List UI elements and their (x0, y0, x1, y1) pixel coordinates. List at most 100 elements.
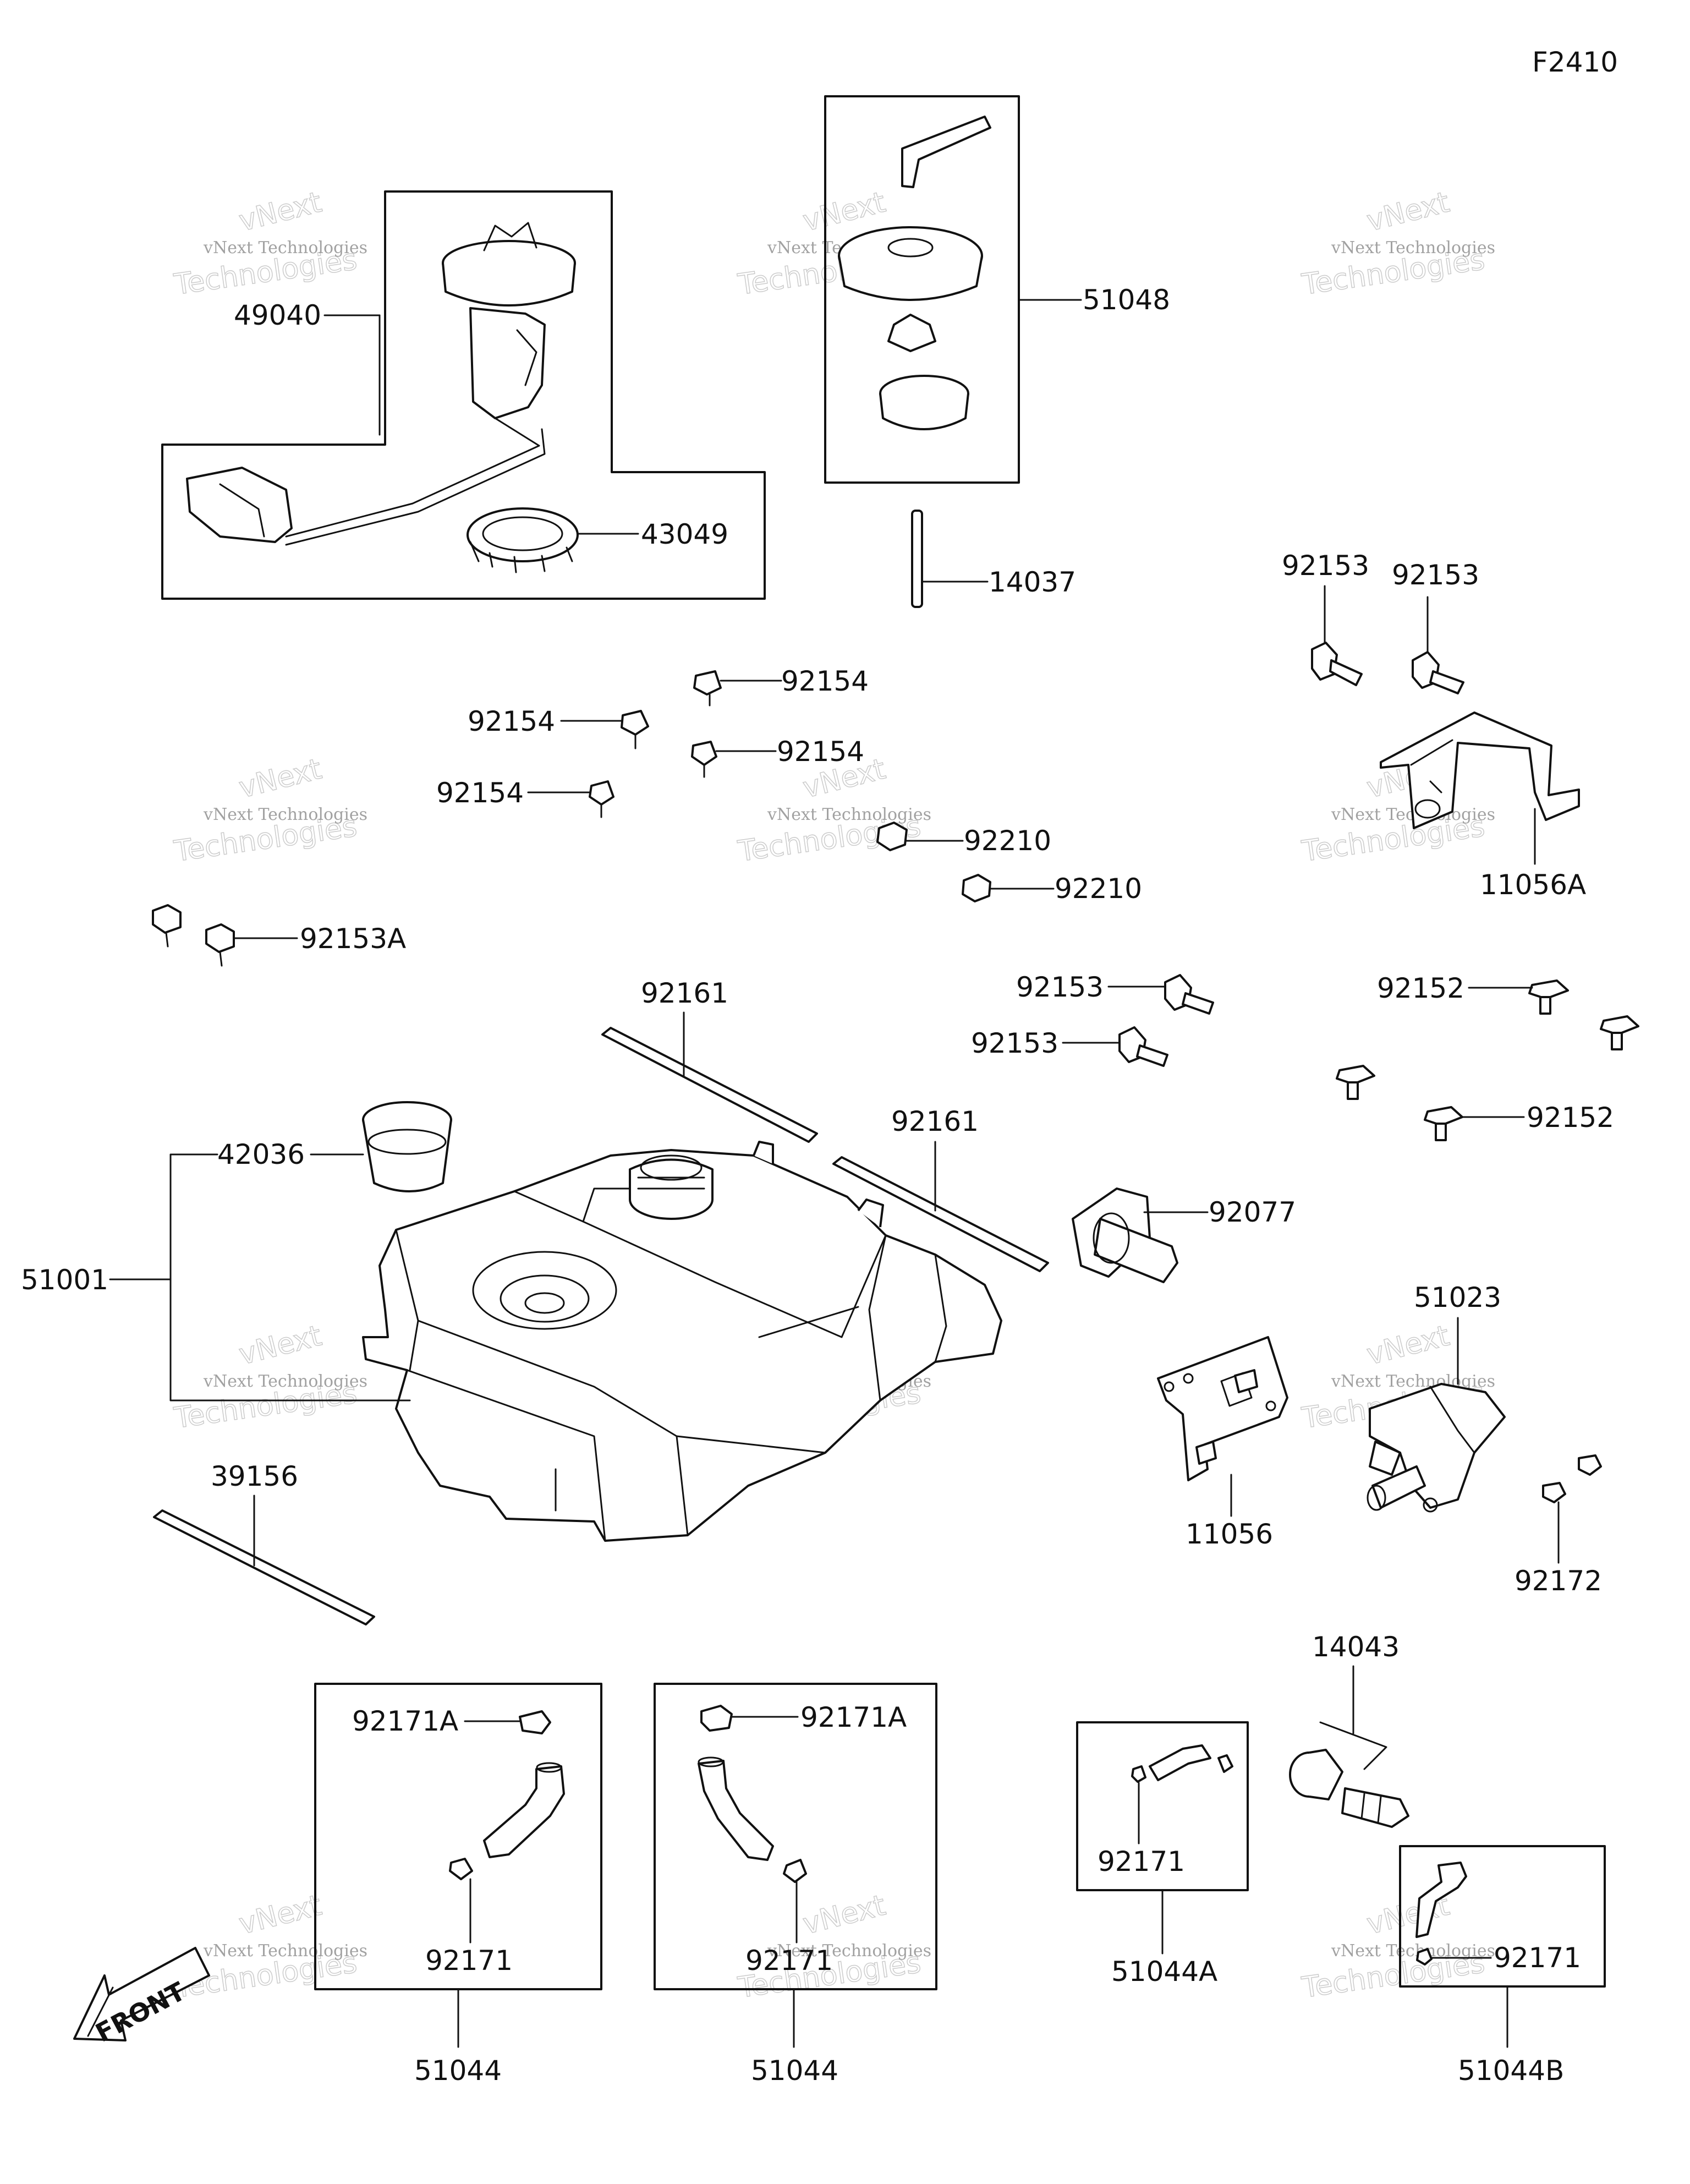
fuel-cap-frame (824, 95, 1020, 484)
svg-text:vNext: vNext (1364, 186, 1453, 238)
hose-kit-frame (654, 1683, 937, 1990)
nut-92210[interactable] (962, 874, 991, 902)
svg-text:vNext: vNext (236, 1320, 325, 1372)
fuel-valve-51023[interactable] (1367, 1383, 1506, 1513)
part-number: 92171 (745, 1945, 833, 1977)
part-number: 92152 (1527, 1102, 1614, 1134)
bolt-92153[interactable] (1311, 642, 1363, 686)
fuel-filter-14043[interactable] (1289, 1721, 1409, 1828)
nut-92210[interactable] (876, 822, 908, 851)
part-number: 92210 (1055, 873, 1142, 905)
svg-text:vNext: vNext (236, 753, 325, 805)
part-number: 92171 (1494, 1942, 1581, 1974)
svg-text:vNext: vNext (236, 186, 325, 238)
grommet-92077[interactable] (1072, 1187, 1178, 1283)
svg-text:vNext: vNext (1364, 1320, 1453, 1372)
bolt-92153[interactable] (1164, 974, 1214, 1015)
hose-kit-51044B: 92171 (1399, 1845, 1606, 1988)
cap-42036[interactable] (362, 1101, 452, 1192)
part-number: 51044B (1458, 2055, 1564, 2087)
watermark: vNext Technologies Technologies vNext (172, 752, 367, 869)
part-number: 42036 (217, 1138, 305, 1170)
clip-92154[interactable] (691, 741, 717, 778)
part-number: 92153 (1282, 550, 1369, 582)
part-number: 14037 (989, 566, 1076, 598)
pad-92161[interactable] (832, 1156, 1049, 1272)
svg-text:vNext Technologies: vNext Technologies (203, 1372, 367, 1391)
part-number: 92152 (1377, 972, 1464, 1004)
bolt-92153A[interactable] (205, 923, 235, 967)
part-number: 49040 (234, 299, 321, 331)
pad-92161[interactable] (601, 1027, 818, 1143)
part-number: 92161 (891, 1105, 979, 1137)
clip-92154[interactable] (621, 710, 649, 749)
part-number: 92154 (468, 705, 555, 737)
clamp-92171A[interactable] (700, 1705, 733, 1732)
pad-39156[interactable] (153, 1509, 375, 1625)
part-number: 51023 (1414, 1282, 1501, 1313)
bolt-92153A[interactable] (152, 904, 182, 948)
part-number: 51048 (1083, 284, 1170, 316)
part-number: 51044 (751, 2055, 838, 2087)
svg-text:vNext Technologies: vNext Technologies (203, 805, 367, 824)
svg-text:vNext Technologies: vNext Technologies (203, 1941, 367, 1961)
svg-text:vNext Technologies: vNext Technologies (767, 1941, 931, 1961)
clamp-92171[interactable] (1131, 1765, 1146, 1783)
hose-51044[interactable] (483, 1762, 565, 1858)
fuel-cap-group: 51048 (824, 95, 1170, 484)
part-number: 14043 (1312, 1631, 1400, 1663)
part-number: 92153 (1016, 971, 1104, 1003)
part-number: 92153 (971, 1027, 1058, 1059)
fuel-pump-group: 49040 43049 (161, 190, 766, 600)
bracket-11056[interactable] (1157, 1336, 1288, 1481)
hose-kit-frame (1399, 1845, 1606, 1988)
bolt-92153[interactable] (1118, 1026, 1168, 1067)
hose-51044B[interactable] (1415, 1862, 1467, 1938)
bolt-92152[interactable] (1600, 1015, 1639, 1050)
part-number: 51044 (414, 2055, 502, 2087)
part-number: 92154 (436, 777, 524, 809)
watermark: vNext Technologies Technologies vNext (1299, 185, 1495, 302)
part-number: 92154 (781, 665, 869, 697)
part-number: 92172 (1515, 1565, 1602, 1597)
part-number: 92153 (1392, 559, 1479, 591)
svg-text:vNext: vNext (236, 1889, 325, 1941)
hose-51044[interactable] (698, 1756, 774, 1861)
clamp-92171[interactable] (783, 1859, 807, 1883)
svg-text:vNext Technologies: vNext Technologies (767, 805, 931, 824)
clamp-92171[interactable] (449, 1858, 473, 1880)
watermark: vNext Technologies Technologies vNext (1299, 752, 1495, 869)
part-number: 92153A (300, 923, 406, 955)
fuel-pump-gasket-43049[interactable] (467, 507, 579, 573)
bolt-92152[interactable] (1424, 1106, 1463, 1141)
hose-51044A[interactable] (1149, 1744, 1233, 1781)
watermark: vNext Technologies Technologies vNext (172, 1319, 367, 1436)
clamp-92172[interactable] (1578, 1454, 1602, 1476)
svg-text:vNext Technologies: vNext Technologies (203, 238, 367, 258)
watermark: vNext Technologies Technologies vNext (172, 1889, 367, 2005)
bracket-11056A[interactable] (1380, 711, 1580, 829)
fuel-pump-49040[interactable] (186, 222, 576, 546)
clamp-92171[interactable] (1416, 1948, 1433, 1966)
svg-text:vNext: vNext (800, 1889, 889, 1941)
hose-14037[interactable] (911, 510, 923, 608)
part-number: 11056A (1480, 869, 1586, 901)
svg-text:vNext Technologies: vNext Technologies (1331, 238, 1495, 258)
fuel-cap-51048[interactable] (838, 116, 991, 430)
part-number: 39156 (211, 1460, 298, 1492)
clip-92154[interactable] (693, 670, 722, 707)
fuel-tank-51001[interactable] (362, 1141, 1002, 1542)
part-number: 43049 (641, 518, 728, 550)
part-number: 92171 (1098, 1846, 1185, 1878)
part-number: 92161 (641, 977, 728, 1009)
bolt-92152[interactable] (1528, 979, 1569, 1015)
bolt-92152[interactable] (1336, 1065, 1375, 1100)
clamp-92172[interactable] (1542, 1482, 1566, 1503)
part-number: 92171A (800, 1701, 907, 1733)
figure-code: F2410 (1532, 46, 1618, 78)
clamp-92171A[interactable] (519, 1710, 551, 1734)
clip-92154[interactable] (589, 780, 614, 818)
bolt-92153[interactable] (1412, 651, 1464, 694)
